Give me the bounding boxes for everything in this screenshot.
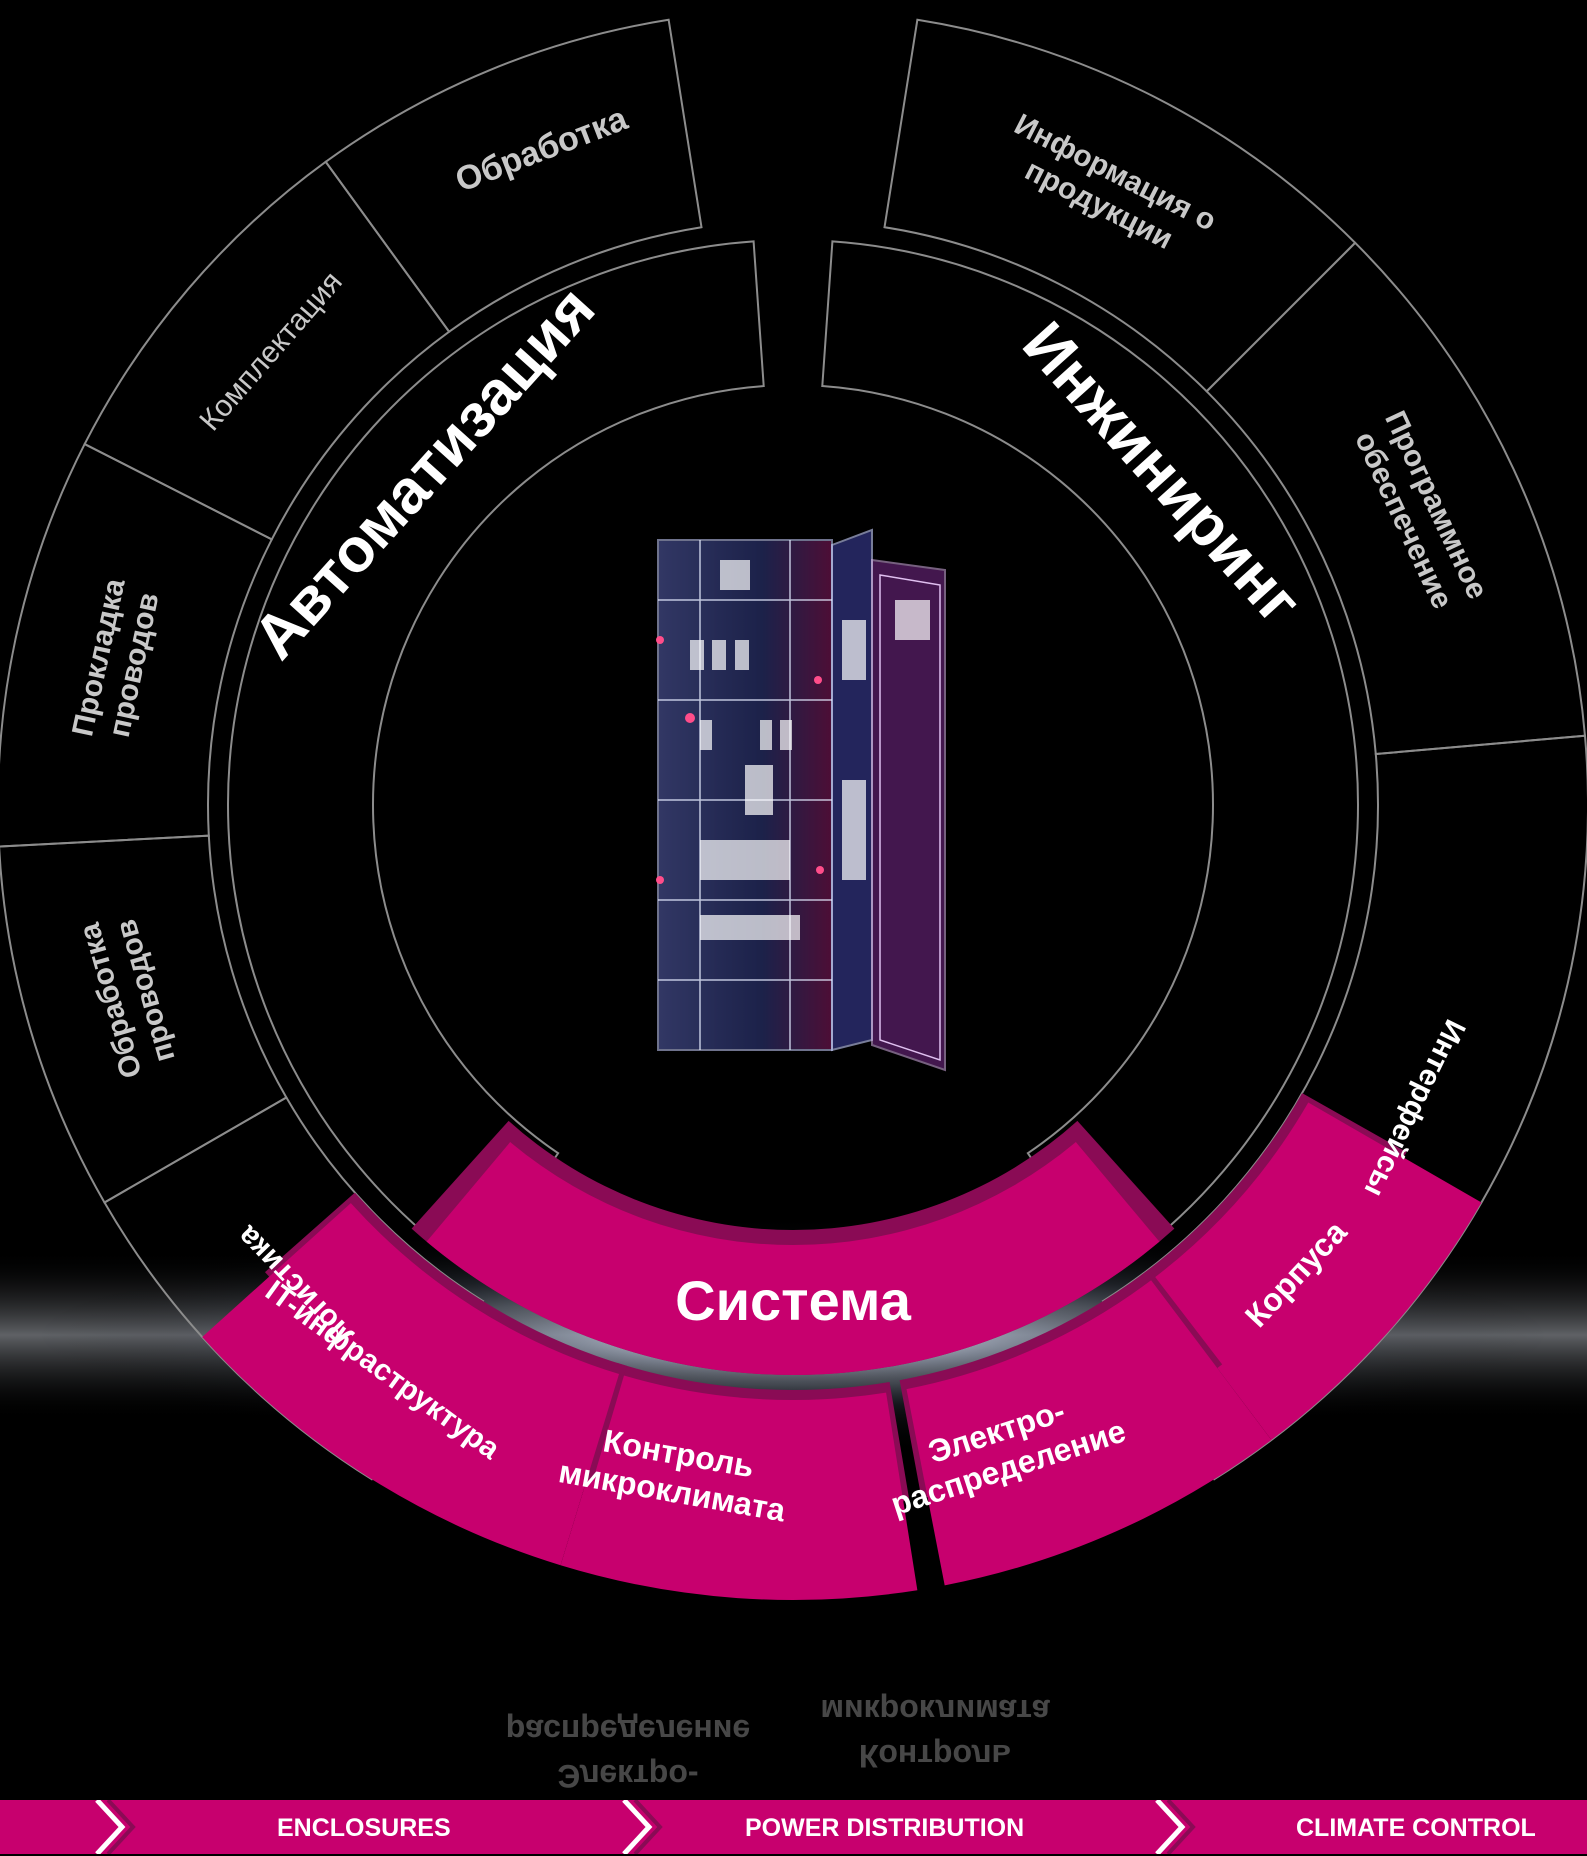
ring-label-engineering: Инжиниринг	[1009, 309, 1314, 637]
reflection-text: микроклимата	[820, 1693, 1050, 1729]
cabinet-illustration	[656, 528, 946, 1072]
ring-segment-outer-automation	[0, 834, 288, 1204]
ring-label-system: Система	[675, 1269, 912, 1332]
ring-segment-system	[426, 1142, 1160, 1375]
ring-segment-outer-engineering	[1101, 734, 1587, 1481]
ring-segment-outer-automation	[324, 18, 703, 334]
reflection: распределениеЭлектро-микроклиматаКонтрол…	[506, 1693, 1050, 1794]
reflection-text: распределение	[506, 1713, 750, 1749]
outer-label-processing: Обработка	[450, 99, 633, 200]
nav-enclosures[interactable]: ENCLOSURES	[277, 1814, 451, 1842]
ring-segment-system-outer	[560, 1374, 918, 1601]
outer-label-assembly: Комплектация	[193, 265, 348, 437]
chevron-right-icon	[95, 1800, 1196, 1854]
reflection-text: Электро-	[557, 1758, 698, 1794]
ring-segment-system-outer	[202, 1203, 620, 1566]
bottom-nav: ENCLOSURES POWER DISTRIBUTION CLIMATE CO…	[0, 1800, 1587, 1854]
ring-segment-system-outer	[906, 1280, 1272, 1586]
reflection-text: Контроль	[859, 1738, 1011, 1774]
ring-segment-system-outer	[1151, 1102, 1482, 1440]
nav-climate-control[interactable]: CLIMATE CONTROL	[1296, 1814, 1536, 1842]
nav-power-distribution[interactable]: POWER DISTRIBUTION	[745, 1814, 1025, 1842]
ring-segment-automation	[226, 240, 765, 1275]
